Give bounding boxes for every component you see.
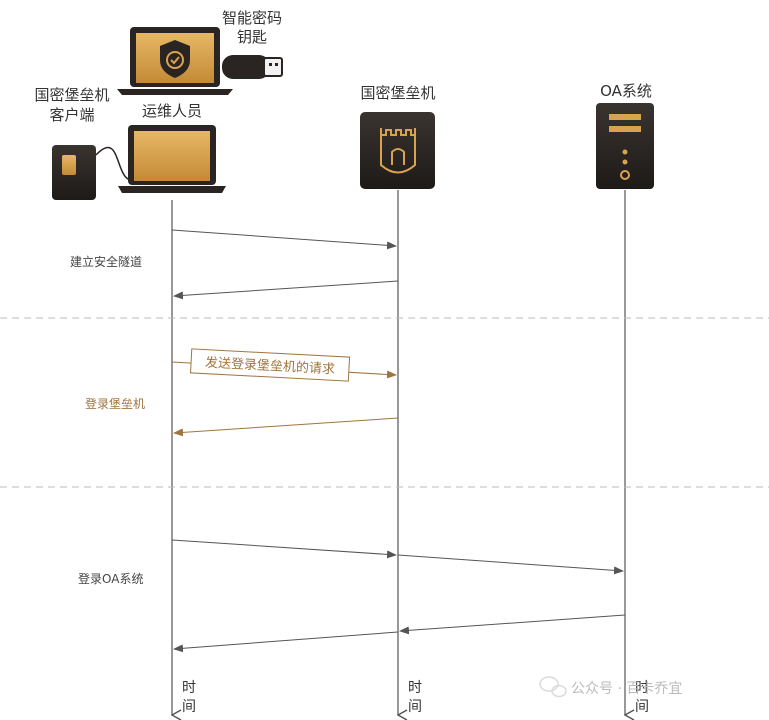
message-arrow (171, 539, 397, 559)
wechat-icon (539, 676, 567, 698)
phase-label-bastion: 登录堡垒机 (85, 396, 145, 411)
message-label-request: 发送登录堡垒机的请求 (205, 355, 336, 378)
smart-key-label-line1: 智能密码 (222, 9, 282, 27)
watermark-text: 公众号 · 百卡乔宜 (571, 681, 682, 697)
bastion-label: 国密堡垒机 (360, 84, 435, 102)
message-arrow (173, 280, 399, 300)
time-label-char1: 时 (635, 680, 649, 696)
client-label-line1: 国密堡垒机 (34, 86, 109, 104)
message-arrow (171, 229, 397, 250)
smart-key-label-line2: 钥匙 (237, 28, 267, 46)
client-label-line2: 客户端 (49, 106, 94, 124)
phase-label-tunnel: 建立安全隧道 (70, 254, 142, 269)
time-label-char2: 间 (182, 699, 196, 715)
message-label-box: 发送登录堡垒机的请求 (190, 348, 351, 382)
message-arrow (173, 417, 399, 437)
server-icon (596, 103, 654, 189)
usb-key-icon (222, 55, 283, 79)
message-arrow (399, 614, 626, 635)
operator-label: 运维人员 (142, 102, 202, 120)
time-label-char2: 间 (408, 699, 422, 715)
phase-label-oa: 登录OA系统 (78, 571, 143, 586)
laptop-shield-icon (117, 27, 233, 95)
fortress-icon (360, 112, 435, 189)
time-label-char2: 间 (635, 699, 649, 715)
laptop-icon (118, 125, 226, 193)
time-label-char1: 时 (408, 680, 422, 696)
time-label-char1: 时 (182, 680, 196, 696)
message-arrow (397, 554, 624, 575)
message-arrow (173, 631, 399, 653)
card-reader-icon (52, 145, 131, 200)
oa-system-label: OA系统 (600, 82, 652, 100)
